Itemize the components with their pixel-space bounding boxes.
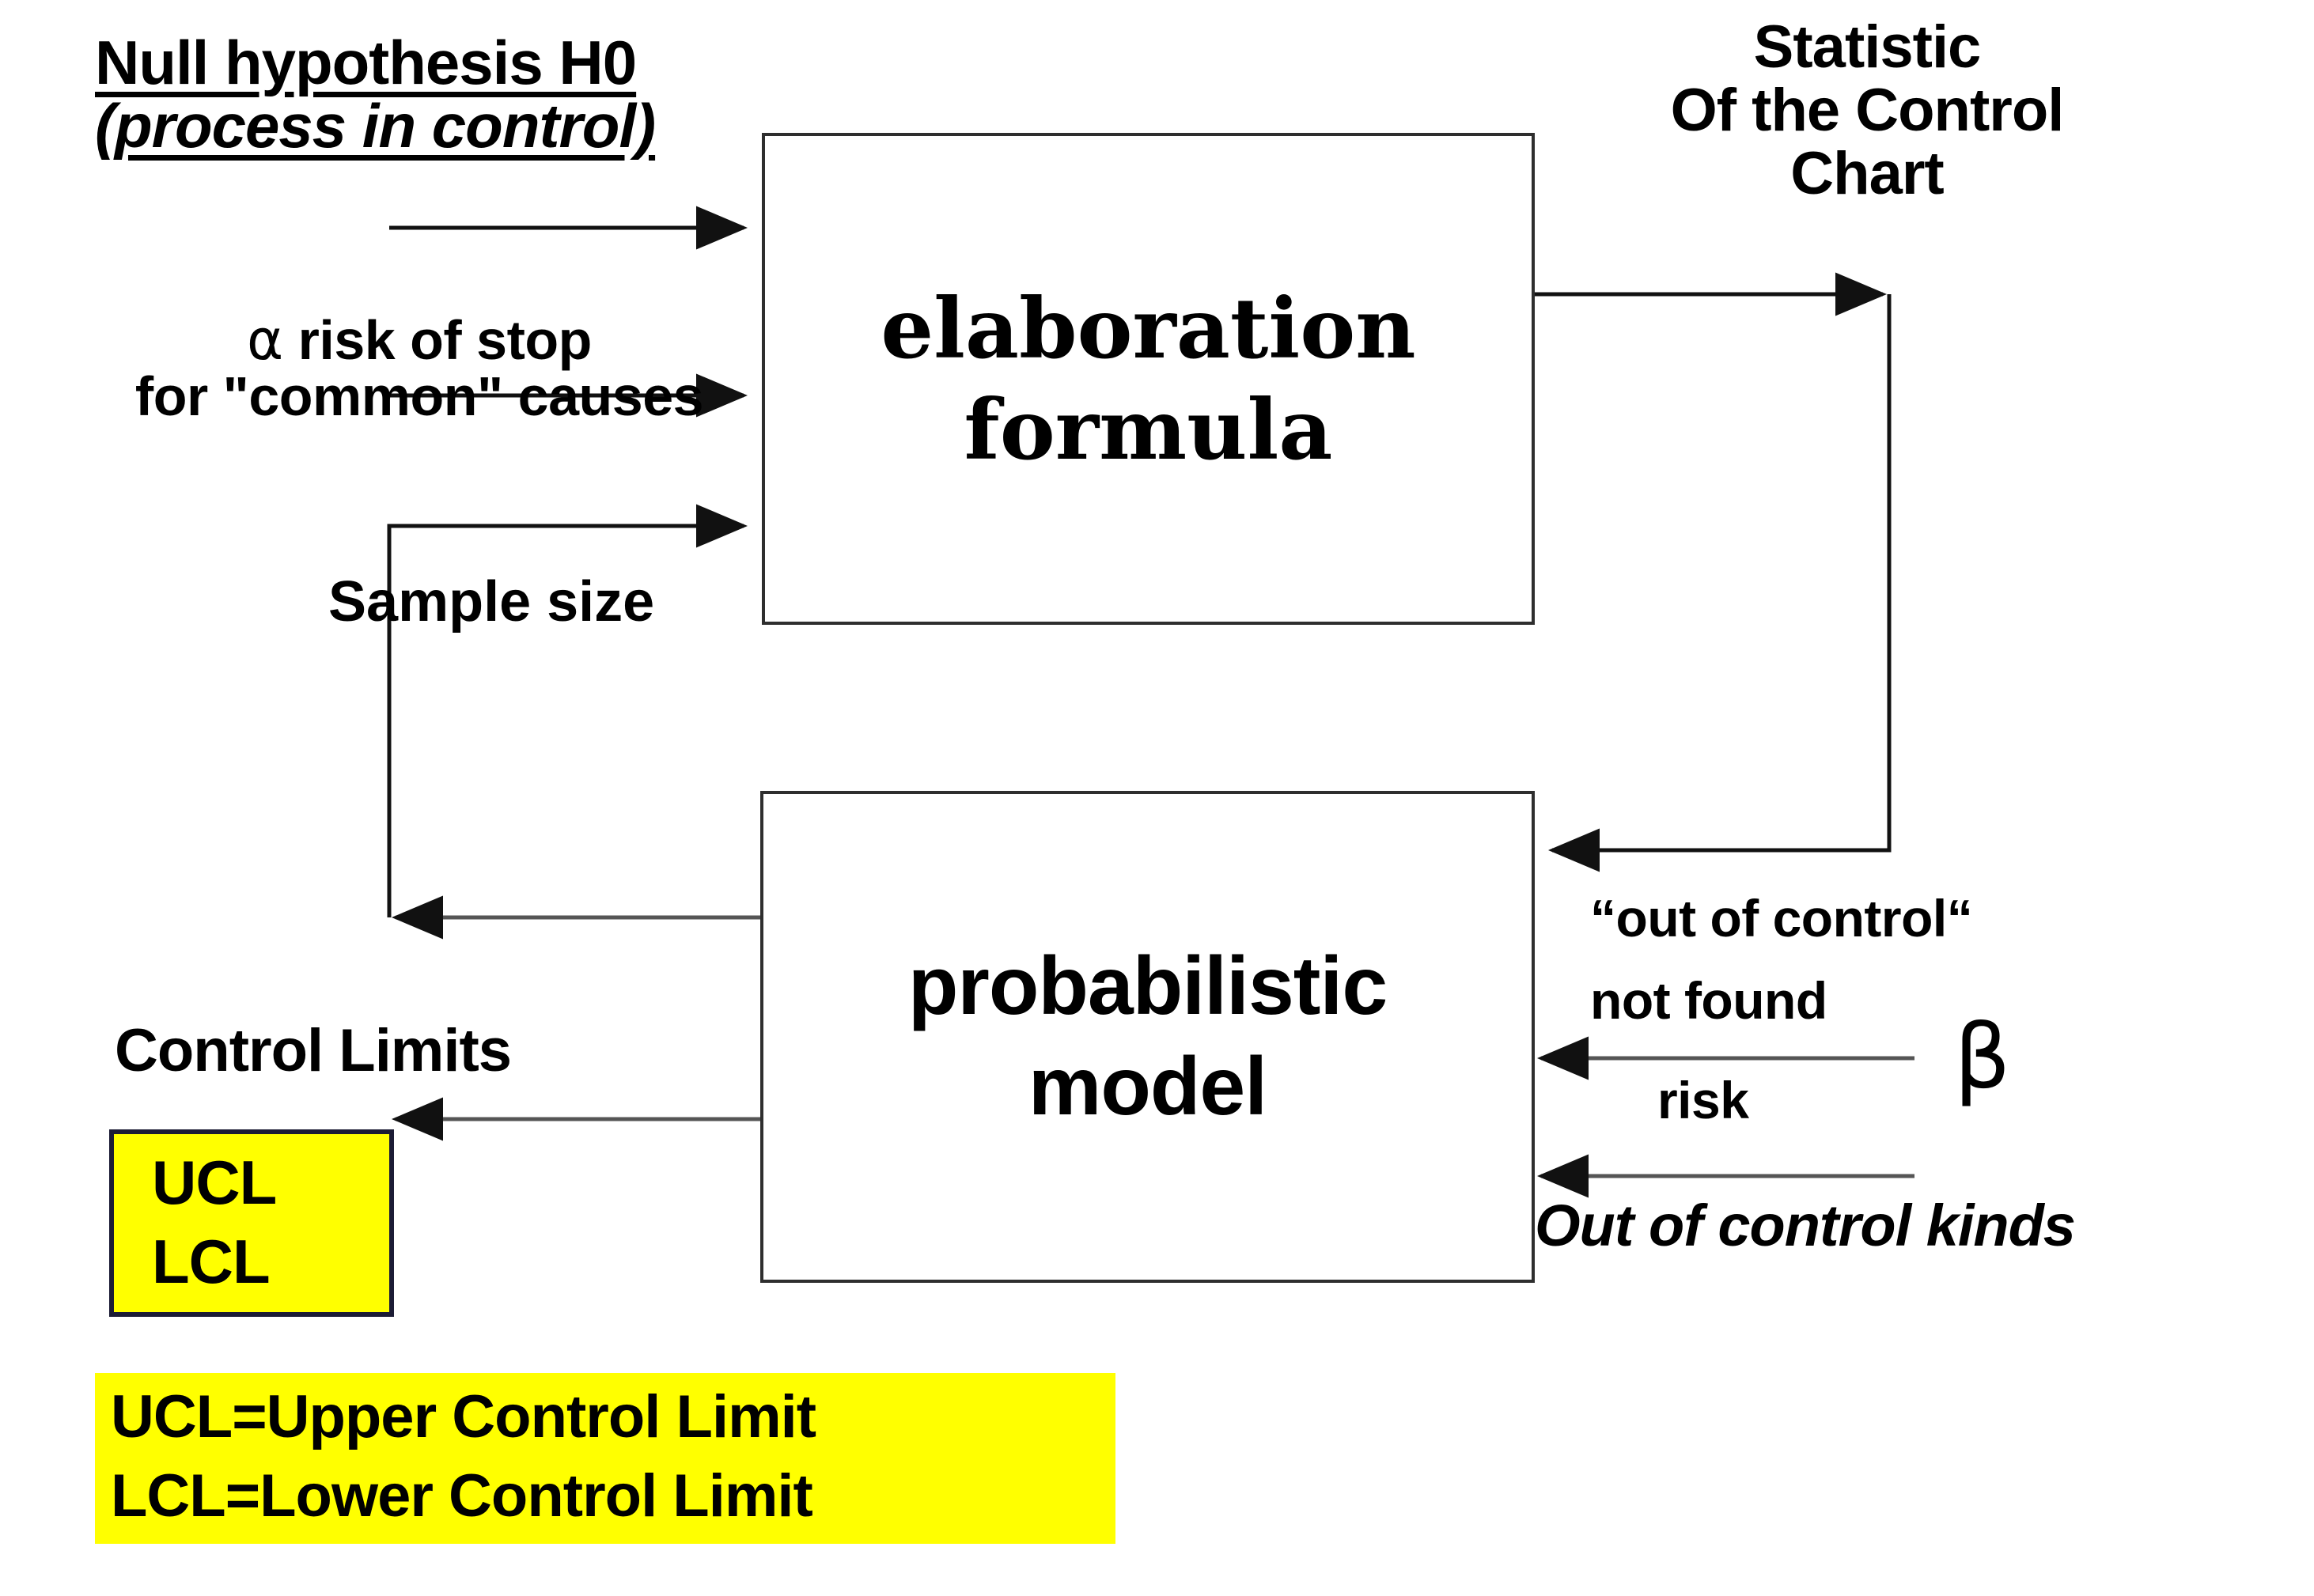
arrow-statistic-feedback-loop [1528,272,1892,872]
ucl-lcl-text: UCL LCL [152,1144,277,1302]
alpha-risk-label: α risk of stop for "common" causes [40,312,799,425]
legend-line2: LCL=Lower Control Limit [111,1462,813,1530]
alpha-risk-line1: α risk of stop [40,312,799,369]
elaboration-formula-box[interactable]: elaboration formula [762,133,1535,625]
elaboration-line2: formula [964,380,1333,478]
legend-line1: UCL=Upper Control Limit [111,1383,816,1450]
statistic-line3: Chart [1790,139,1944,207]
null-hypothesis-label: Null hypothesis H0 (process in control) [95,28,656,161]
alpha-symbol: α [247,308,283,373]
probabilistic-line2: model [1028,1041,1267,1133]
elaboration-formula-text: elaboration formula [881,278,1415,480]
statistic-output-label: Statistic Of the Control Chart [1574,16,2160,205]
alpha-risk-line2: for "common" causes [134,365,704,428]
statistic-line1: Statistic [1753,13,1982,81]
legend-highlight-box: UCL=Upper Control Limit LCL=Lower Contro… [95,1373,1115,1544]
risk-label: risk [1657,1071,1749,1129]
lcl-value: LCL [152,1226,271,1296]
alpha-risk-text: risk of stop [282,309,593,371]
out-of-control-kinds-label: Out of control kinds [1535,1193,2076,1258]
elaboration-line1: elaboration [881,278,1416,377]
beta-symbol: β [1954,1006,2011,1109]
ucl-lcl-highlight-box: UCL LCL [109,1129,394,1317]
sample-size-label: Sample size [328,570,655,633]
probabilistic-line1: probabilistic [907,940,1388,1033]
legend-text: UCL=Upper Control Limit LCL=Lower Contro… [111,1378,816,1537]
probabilistic-model-text: probabilistic model [907,936,1388,1137]
ucl-value: UCL [152,1148,277,1217]
null-hypothesis-line2: (process in control) [95,90,656,161]
not-found-label: not found [1590,971,1827,1030]
control-limits-label: Control Limits [115,1017,512,1084]
out-of-control-label: “out of control“ [1590,889,1973,947]
statistic-line2: Of the Control [1670,76,2065,144]
null-hypothesis-line1: Null hypothesis H0 [95,28,637,97]
probabilistic-model-box[interactable]: probabilistic model [760,791,1535,1283]
